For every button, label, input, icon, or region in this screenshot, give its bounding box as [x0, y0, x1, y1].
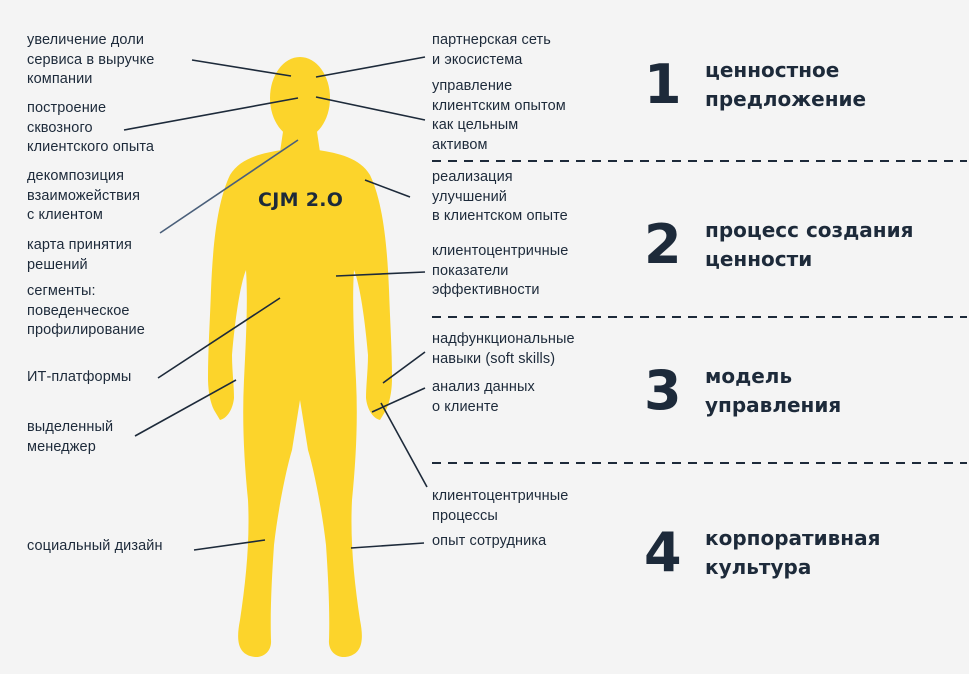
leader-line [193, 539, 266, 551]
leader-line [123, 97, 299, 131]
section-number-3: 3 [644, 359, 682, 422]
leader-line [315, 96, 426, 121]
cjm-hub-label: CJM 2.O [258, 189, 344, 211]
leader-line [157, 297, 281, 379]
label-behavioral-segments: сегменты: поведенческое профилирование [27, 283, 145, 338]
label-employee-experience: опыт сотрудника [432, 533, 547, 549]
leader-line [191, 59, 292, 77]
label-it-platforms: ИТ-платформы [27, 369, 132, 385]
leader-line [335, 271, 426, 277]
label-client-centric-kpi: клиентоцентричные показатели эффективнос… [432, 243, 569, 298]
label-cx-improvements: реализация улучшений в клиентском опыте [432, 169, 568, 224]
leader-line [382, 351, 426, 384]
human-figure [208, 57, 392, 658]
leader-line [315, 56, 426, 78]
leader-line [350, 542, 425, 549]
section-number-2: 2 [644, 213, 682, 276]
figure-head [270, 57, 330, 139]
label-social-design: социальный дизайн [27, 538, 163, 554]
leader-lines [123, 56, 428, 551]
label-partner-network: партнерская сеть и экосистема [432, 32, 551, 68]
leader-line [159, 139, 299, 234]
label-client-data-analysis: анализ данных о клиенте [432, 379, 535, 415]
section-title-4: корпоративная культура [705, 526, 881, 579]
label-client-centric-processes: клиентоцентричные процессы [432, 488, 569, 524]
label-end-to-end-experience: построение сквозного клиентского опыта [27, 100, 155, 155]
label-dedicated-manager: выделенный менеджер [27, 419, 114, 455]
label-soft-skills: надфункциональные навыки (soft skills) [432, 331, 575, 367]
section-number-1: 1 [644, 53, 682, 116]
leader-line [134, 379, 237, 437]
section-title-3: модель управления [705, 364, 842, 417]
label-service-revenue-share: увеличение доли сервиса в выручке компан… [27, 32, 155, 87]
figure-body [208, 150, 392, 658]
section-title-1: ценностное предложение [705, 58, 867, 111]
section-title-2: процесс создания ценности [705, 218, 914, 271]
leader-line [364, 179, 411, 198]
label-decision-map: карта принятия решений [27, 237, 132, 273]
leader-line [371, 387, 426, 413]
section-number-4: 4 [644, 521, 682, 584]
leader-line [380, 402, 428, 488]
label-interaction-decomposition: декомпозиция взаиможействия с клиентом [27, 168, 141, 223]
label-cx-asset-management: управление клиентским опытом как цельным… [432, 78, 566, 153]
